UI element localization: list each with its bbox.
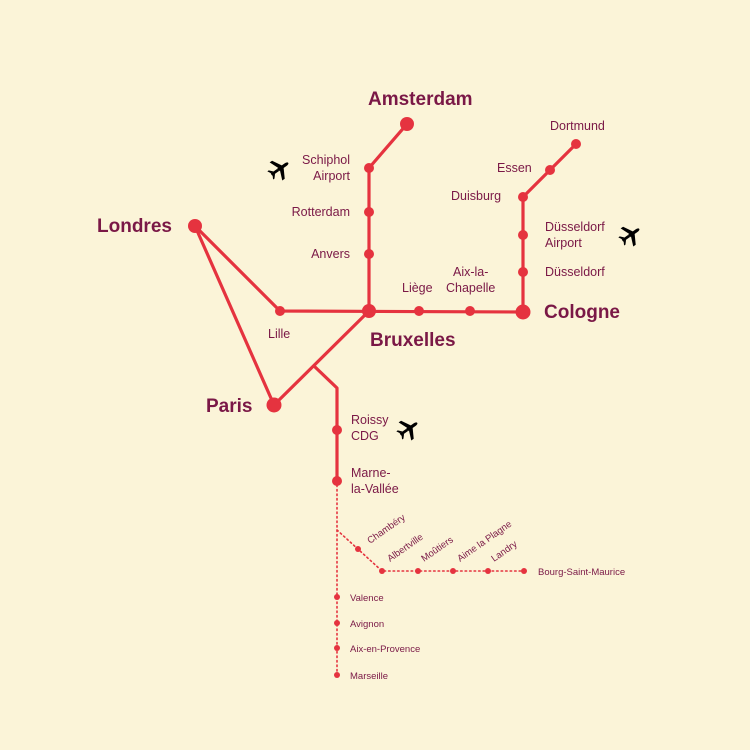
label-bourg: Bourg-Saint-Maurice (538, 567, 625, 578)
label-landry: Landry (489, 539, 519, 565)
label-moutiers: Moûtiers (419, 534, 455, 564)
stop-moutiers[interactable] (415, 568, 421, 574)
stop-essen[interactable] (545, 165, 555, 175)
label-dortmund: Dortmund (550, 119, 605, 133)
label-liege: Liège (402, 281, 433, 295)
label-londres: Londres (97, 216, 172, 237)
stop-schiphol[interactable] (364, 163, 374, 173)
stop-dortmund[interactable] (571, 139, 581, 149)
stop-landry[interactable] (485, 568, 491, 574)
stop-aix-provence[interactable] (334, 645, 340, 651)
stop-rotterdam[interactable] (364, 207, 374, 217)
stop-londres[interactable] (188, 219, 202, 233)
stop-anvers[interactable] (364, 249, 374, 259)
stop-cologne[interactable] (515, 304, 531, 320)
label-paris: Paris (206, 396, 252, 417)
stop-valence[interactable] (334, 594, 340, 600)
label-aix-provence: Aix-en-Provence (350, 644, 420, 655)
label-essen: Essen (497, 161, 532, 175)
stop-chambery[interactable] (355, 546, 361, 552)
stations-markers (188, 117, 581, 678)
label-lille: Lille (268, 327, 290, 341)
stop-lille[interactable] (275, 306, 285, 316)
label-anvers: Anvers (311, 247, 350, 261)
stop-dusseldorf[interactable] (518, 267, 528, 277)
line-branch-south (312, 364, 339, 483)
label-aixlachapelle: Aix-la-Chapelle (446, 265, 495, 295)
stop-paris[interactable] (266, 397, 282, 413)
stop-roissy[interactable] (332, 425, 342, 435)
airplane-icon (392, 413, 424, 445)
stop-avignon[interactable] (334, 620, 340, 626)
stop-liege[interactable] (414, 306, 424, 316)
stop-bourg[interactable] (521, 568, 527, 574)
stop-duisburg[interactable] (518, 192, 528, 202)
stop-bruxelles[interactable] (362, 304, 376, 318)
label-amsterdam: Amsterdam (368, 89, 473, 110)
label-cologne: Cologne (544, 302, 620, 323)
stop-marseille[interactable] (334, 672, 340, 678)
label-bruxelles: Bruxelles (370, 330, 456, 351)
stop-albertville[interactable] (379, 568, 385, 574)
label-rotterdam: Rotterdam (292, 205, 350, 219)
stop-aime[interactable] (450, 568, 456, 574)
label-avignon: Avignon (350, 619, 384, 630)
stop-marne[interactable] (332, 476, 342, 486)
label-marseille: Marseille (350, 671, 388, 682)
stop-dusseldorf-airport[interactable] (518, 230, 528, 240)
label-duisburg: Duisburg (451, 189, 501, 203)
label-marne: Marne-la-Vallée (351, 466, 399, 496)
stop-aixlachapelle[interactable] (465, 306, 475, 316)
stop-amsterdam[interactable] (400, 117, 414, 131)
label-chambery: Chambéry (365, 512, 407, 546)
label-albertville: Albertville (385, 532, 425, 565)
label-dusseldorf: Düsseldorf (545, 265, 605, 279)
line-alps-dotted (336, 529, 526, 572)
airplane-icon (263, 153, 295, 185)
label-valence: Valence (350, 593, 384, 604)
airplane-icon (614, 219, 646, 251)
